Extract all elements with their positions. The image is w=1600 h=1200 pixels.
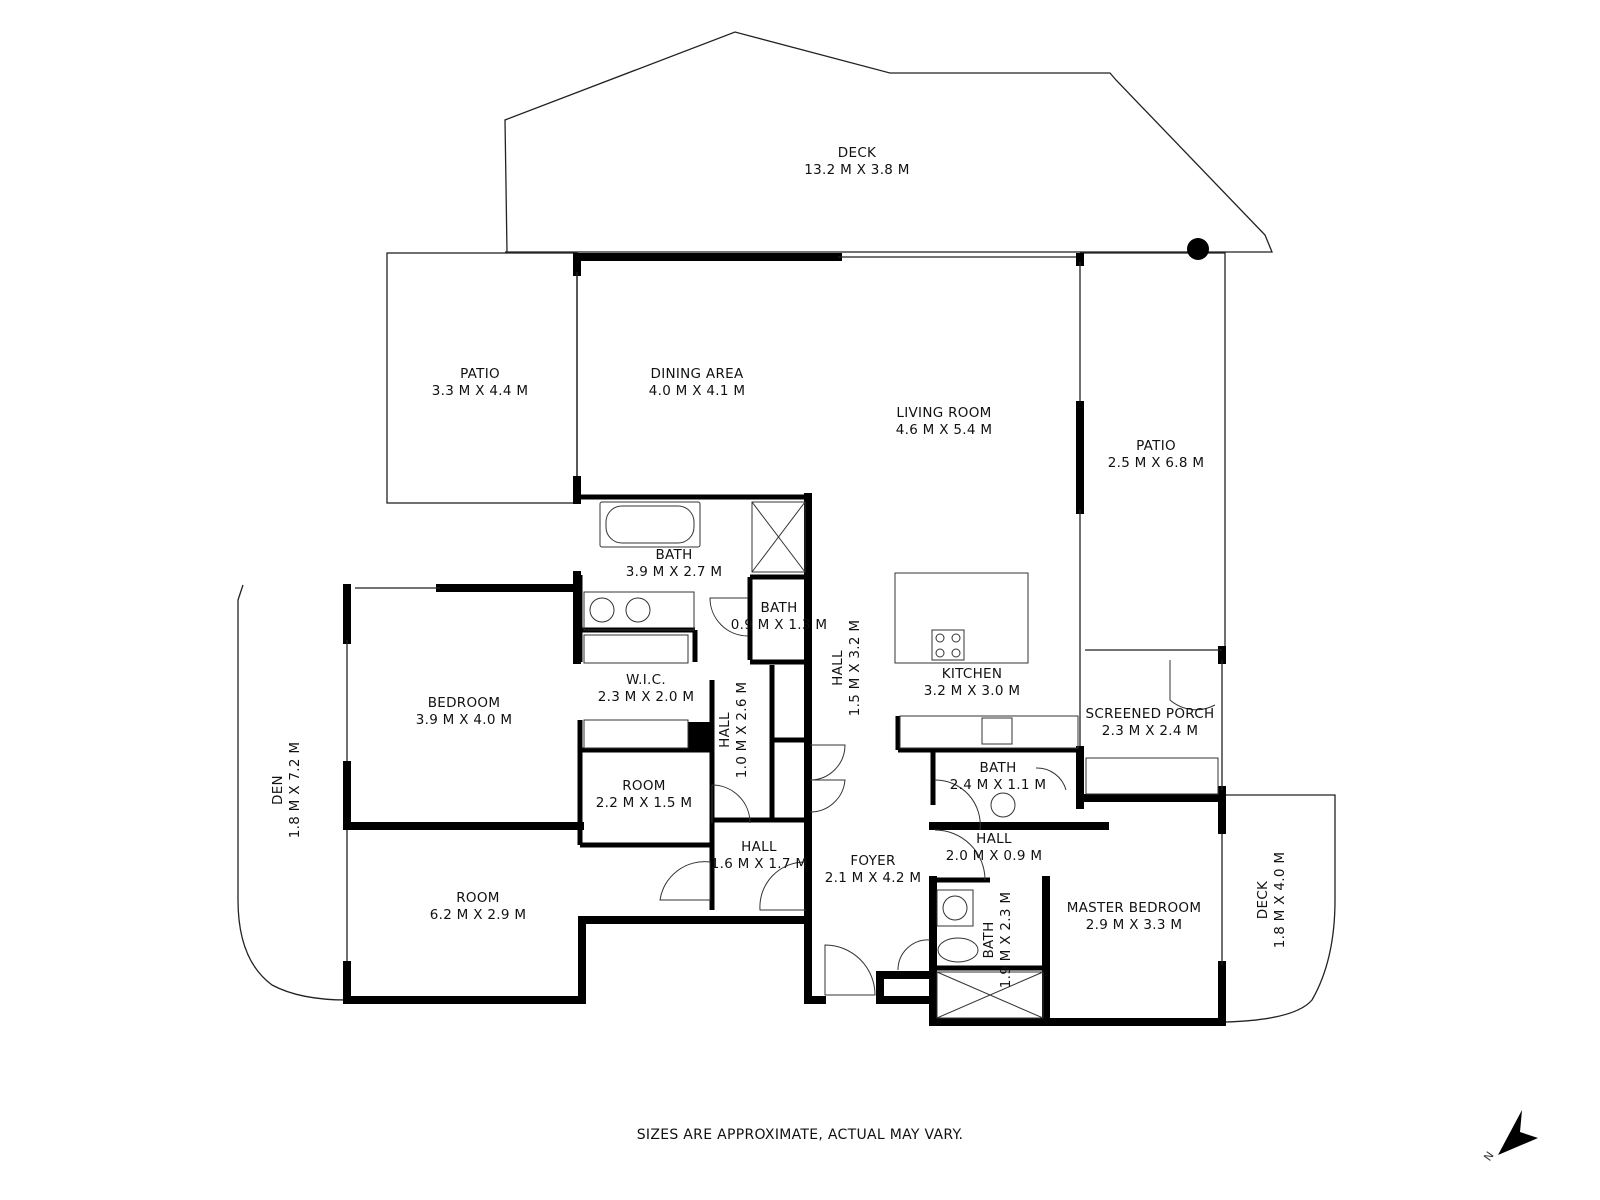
kitchen-island: [894, 572, 1029, 664]
outdoor-outlines: [237, 31, 1336, 1023]
svg-text:BEDROOM: BEDROOM: [428, 695, 501, 711]
svg-text:2.5 M X 6.8 M: 2.5 M X 6.8 M: [1108, 455, 1205, 471]
shower-master: [936, 971, 1044, 1019]
svg-text:2.0 M X 0.9 M: 2.0 M X 0.9 M: [946, 848, 1043, 864]
svg-text:2.4 M X 1.1 M: 2.4 M X 1.1 M: [950, 777, 1047, 793]
bathtub: [599, 501, 701, 548]
svg-text:3.9 M X 2.7 M: 3.9 M X 2.7 M: [626, 564, 723, 580]
den-outline: [237, 584, 348, 1001]
fixtures: [583, 501, 1219, 1019]
svg-text:LIVING ROOM: LIVING ROOM: [896, 405, 991, 421]
svg-text:1.8 M X 7.2 M: 1.8 M X 7.2 M: [287, 742, 303, 839]
svg-text:HALL: HALL: [830, 650, 846, 686]
svg-text:ROOM: ROOM: [456, 890, 499, 906]
svg-text:HALL: HALL: [741, 839, 777, 855]
deck-top-outline: [504, 31, 1273, 253]
svg-text:SCREENED PORCH: SCREENED PORCH: [1085, 706, 1214, 722]
svg-text:3.2 M X 3.0 M: 3.2 M X 3.0 M: [924, 683, 1021, 699]
svg-text:BATH: BATH: [979, 760, 1016, 776]
svg-text:MASTER BEDROOM: MASTER BEDROOM: [1067, 900, 1202, 916]
svg-text:DEN: DEN: [270, 775, 286, 805]
svg-text:2.2 M X 1.5 M: 2.2 M X 1.5 M: [596, 795, 693, 811]
svg-text:1.6 M X 1.7 M: 1.6 M X 1.7 M: [711, 856, 808, 872]
svg-text:DECK: DECK: [838, 145, 877, 161]
svg-text:DINING AREA: DINING AREA: [651, 366, 744, 382]
svg-text:KITCHEN: KITCHEN: [942, 666, 1003, 682]
svg-text:3.9 M X 4.0 M: 3.9 M X 4.0 M: [416, 712, 513, 728]
vanity: [583, 591, 695, 631]
svg-text:2.3 M X 2.0 M: 2.3 M X 2.0 M: [598, 689, 695, 705]
svg-text:13.2 M X 3.8 M: 13.2 M X 3.8 M: [804, 162, 909, 178]
svg-text:4.0 M X 4.1 M: 4.0 M X 4.1 M: [649, 383, 746, 399]
door-swings: [659, 597, 1216, 996]
svg-text:0.9 M X 1.3 M: 0.9 M X 1.3 M: [731, 617, 828, 633]
svg-text:3.3 M X 4.4 M: 3.3 M X 4.4 M: [432, 383, 529, 399]
room-label-wic: W.I.C.2.3 M X 2.0 M: [598, 672, 695, 705]
svg-text:DECK: DECK: [1255, 880, 1271, 919]
compass-label: N: [1481, 1149, 1496, 1163]
svg-text:1.9 M X 2.3 M: 1.9 M X 2.3 M: [998, 892, 1014, 989]
cooktop: [931, 629, 965, 661]
svg-text:2.9 M X 3.3 M: 2.9 M X 3.3 M: [1086, 917, 1183, 933]
svg-text:BATH: BATH: [981, 921, 997, 958]
svg-text:BATH: BATH: [655, 547, 692, 563]
svg-text:HALL: HALL: [976, 831, 1012, 847]
svg-text:4.6 M X 5.4 M: 4.6 M X 5.4 M: [896, 422, 993, 438]
shower: [751, 501, 806, 573]
patio-right-outline: [1080, 252, 1226, 650]
svg-text:PATIO: PATIO: [1136, 438, 1176, 454]
post-marker: [1187, 238, 1209, 260]
svg-text:1.8 M X 4.0 M: 1.8 M X 4.0 M: [1272, 852, 1288, 949]
kitchen-counter: [899, 715, 1079, 749]
svg-text:FOYER: FOYER: [850, 853, 895, 869]
deck-right-outline: [1224, 794, 1336, 1023]
svg-text:6.2 M X 2.9 M: 6.2 M X 2.9 M: [430, 907, 527, 923]
svg-text:W.I.C.: W.I.C.: [626, 672, 666, 688]
disclaimer-footer: SIZES ARE APPROXIMATE, ACTUAL MAY VARY.: [636, 1127, 964, 1143]
svg-text:HALL: HALL: [717, 712, 733, 748]
svg-text:2.1 M X 4.2 M: 2.1 M X 4.2 M: [825, 870, 922, 886]
svg-text:BATH: BATH: [760, 600, 797, 616]
svg-text:ROOM: ROOM: [622, 778, 665, 794]
svg-text:2.3 M X 2.4 M: 2.3 M X 2.4 M: [1102, 723, 1199, 739]
svg-text:PATIO: PATIO: [460, 366, 500, 382]
svg-text:1.5 M X 3.2 M: 1.5 M X 3.2 M: [847, 620, 863, 717]
svg-text:1.0 M X 2.6 M: 1.0 M X 2.6 M: [734, 682, 750, 779]
